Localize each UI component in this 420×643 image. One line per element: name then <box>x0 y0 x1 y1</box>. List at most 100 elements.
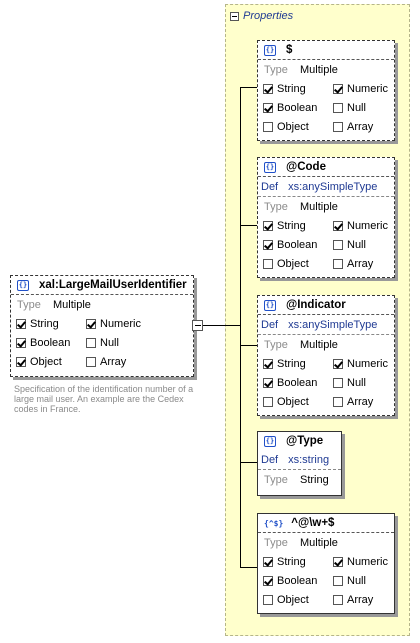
property-node-code[interactable]: {} @Code Def xs:anySimpleType Type Multi… <box>257 157 395 278</box>
type-label: Type <box>264 63 288 76</box>
checkbox-label: String <box>277 82 306 95</box>
checkbox-string[interactable]: String <box>263 552 333 571</box>
type-row: Type Multiple <box>11 295 193 314</box>
checkbox-label: Null <box>347 101 366 114</box>
checkbox-array[interactable]: Array <box>86 352 156 371</box>
checkbox-object[interactable]: Object <box>263 392 333 411</box>
type-value: Multiple <box>300 63 338 76</box>
checkbox-null[interactable]: Null <box>333 571 403 590</box>
type-row: Type Multiple <box>258 533 394 552</box>
checkbox-icon <box>333 121 343 132</box>
checkbox-numeric[interactable]: Numeric <box>333 354 403 373</box>
checkbox-numeric[interactable]: Numeric <box>333 216 403 235</box>
checkbox-icon <box>333 556 343 567</box>
checkbox-object[interactable]: Object <box>16 352 86 371</box>
def-value[interactable]: xs:string <box>288 453 330 466</box>
checkbox-numeric[interactable]: Numeric <box>86 314 156 333</box>
checkbox-label: String <box>30 317 59 330</box>
checkbox-boolean[interactable]: Boolean <box>16 333 86 352</box>
checkbox-boolean[interactable]: Boolean <box>263 235 333 254</box>
checkbox-icon <box>263 556 273 567</box>
checkbox-label: Boolean <box>277 238 318 251</box>
checkbox-icon <box>263 239 273 250</box>
property-node-type[interactable]: {} @Type Def xs:string Type String <box>257 431 342 496</box>
def-value[interactable]: xs:anySimpleType <box>288 180 378 193</box>
checkbox-null[interactable]: Null <box>86 333 156 352</box>
checkbox-label: Object <box>277 120 309 133</box>
checkbox-object[interactable]: Object <box>263 117 333 136</box>
object-icon: {} <box>264 44 276 56</box>
checkbox-object[interactable]: Object <box>263 254 333 273</box>
checkbox-icon <box>263 220 273 231</box>
checkbox-label: Numeric <box>100 317 141 330</box>
type-label: Type <box>264 338 288 351</box>
collapse-children-icon[interactable] <box>192 320 203 331</box>
checkbox-icon <box>333 396 343 407</box>
checkbox-numeric[interactable]: Numeric <box>333 79 403 98</box>
def-row: Def xs:string <box>258 450 341 470</box>
checkbox-icon <box>333 239 343 250</box>
checkbox-icon <box>333 594 343 605</box>
property-node-pattern[interactable]: {^$} ^@\w+$ Type Multiple String Numeric… <box>257 513 395 614</box>
checkbox-numeric[interactable]: Numeric <box>333 552 403 571</box>
properties-title: Properties <box>243 10 294 22</box>
connector-branch <box>240 345 257 346</box>
checkbox-string[interactable]: String <box>263 354 333 373</box>
object-icon: {} <box>264 299 276 311</box>
checkbox-label: Array <box>347 257 374 270</box>
connector-branch <box>240 225 257 226</box>
checkbox-label: Object <box>277 257 309 270</box>
property-node-indicator[interactable]: {} @Indicator Def xs:anySimpleType Type … <box>257 295 395 416</box>
type-checkboxes: String Numeric Boolean Null Object Array <box>11 314 193 371</box>
checkbox-icon <box>263 575 273 586</box>
checkbox-label: Null <box>347 574 366 587</box>
checkbox-array[interactable]: Array <box>333 117 403 136</box>
checkbox-boolean[interactable]: Boolean <box>263 571 333 590</box>
root-node-name: xal:LargeMailUserIdentifier <box>39 279 187 291</box>
properties-header[interactable]: Properties <box>230 10 293 22</box>
checkbox-string[interactable]: String <box>263 79 333 98</box>
checkbox-label: Null <box>347 376 366 389</box>
checkbox-string[interactable]: String <box>16 314 86 333</box>
connector-branch <box>240 462 257 463</box>
def-label: Def <box>261 180 279 193</box>
checkbox-null[interactable]: Null <box>333 235 403 254</box>
type-row: Type String <box>258 470 341 489</box>
checkbox-icon <box>16 356 26 367</box>
property-node-dollar[interactable]: {} $ Type Multiple String Numeric Boolea… <box>257 40 395 141</box>
checkbox-label: Boolean <box>30 336 71 349</box>
checkbox-null[interactable]: Null <box>333 98 403 117</box>
checkbox-icon <box>333 83 343 94</box>
def-value[interactable]: xs:anySimpleType <box>288 318 378 331</box>
property-name: $ <box>286 44 293 56</box>
checkbox-boolean[interactable]: Boolean <box>263 98 333 117</box>
checkbox-icon <box>16 318 26 329</box>
checkbox-label: Boolean <box>277 574 318 587</box>
checkbox-label: Array <box>347 395 374 408</box>
type-value: String <box>300 473 329 486</box>
checkbox-null[interactable]: Null <box>333 373 403 392</box>
checkbox-object[interactable]: Object <box>263 590 333 609</box>
object-icon: {} <box>264 435 276 447</box>
checkbox-icon <box>263 121 273 132</box>
checkbox-array[interactable]: Array <box>333 590 403 609</box>
type-row: Type Multiple <box>258 335 394 354</box>
property-node-title: {} @Code <box>258 158 394 177</box>
checkbox-label: String <box>277 555 306 568</box>
checkbox-icon <box>263 358 273 369</box>
connector-trunk <box>240 87 241 567</box>
checkbox-label: Boolean <box>277 101 318 114</box>
checkbox-label: Boolean <box>277 376 318 389</box>
checkbox-boolean[interactable]: Boolean <box>263 373 333 392</box>
checkbox-string[interactable]: String <box>263 216 333 235</box>
def-label: Def <box>261 453 279 466</box>
object-icon: {} <box>17 279 29 291</box>
collapse-icon[interactable] <box>230 11 239 21</box>
property-node-title: {} @Indicator <box>258 296 394 315</box>
type-checkboxes: String Numeric Boolean Null Object Array <box>258 354 394 411</box>
checkbox-array[interactable]: Array <box>333 392 403 411</box>
checkbox-array[interactable]: Array <box>333 254 403 273</box>
property-name: @Type <box>286 435 324 447</box>
checkbox-label: Object <box>30 355 62 368</box>
root-node[interactable]: {} xal:LargeMailUserIdentifier Type Mult… <box>10 275 194 377</box>
